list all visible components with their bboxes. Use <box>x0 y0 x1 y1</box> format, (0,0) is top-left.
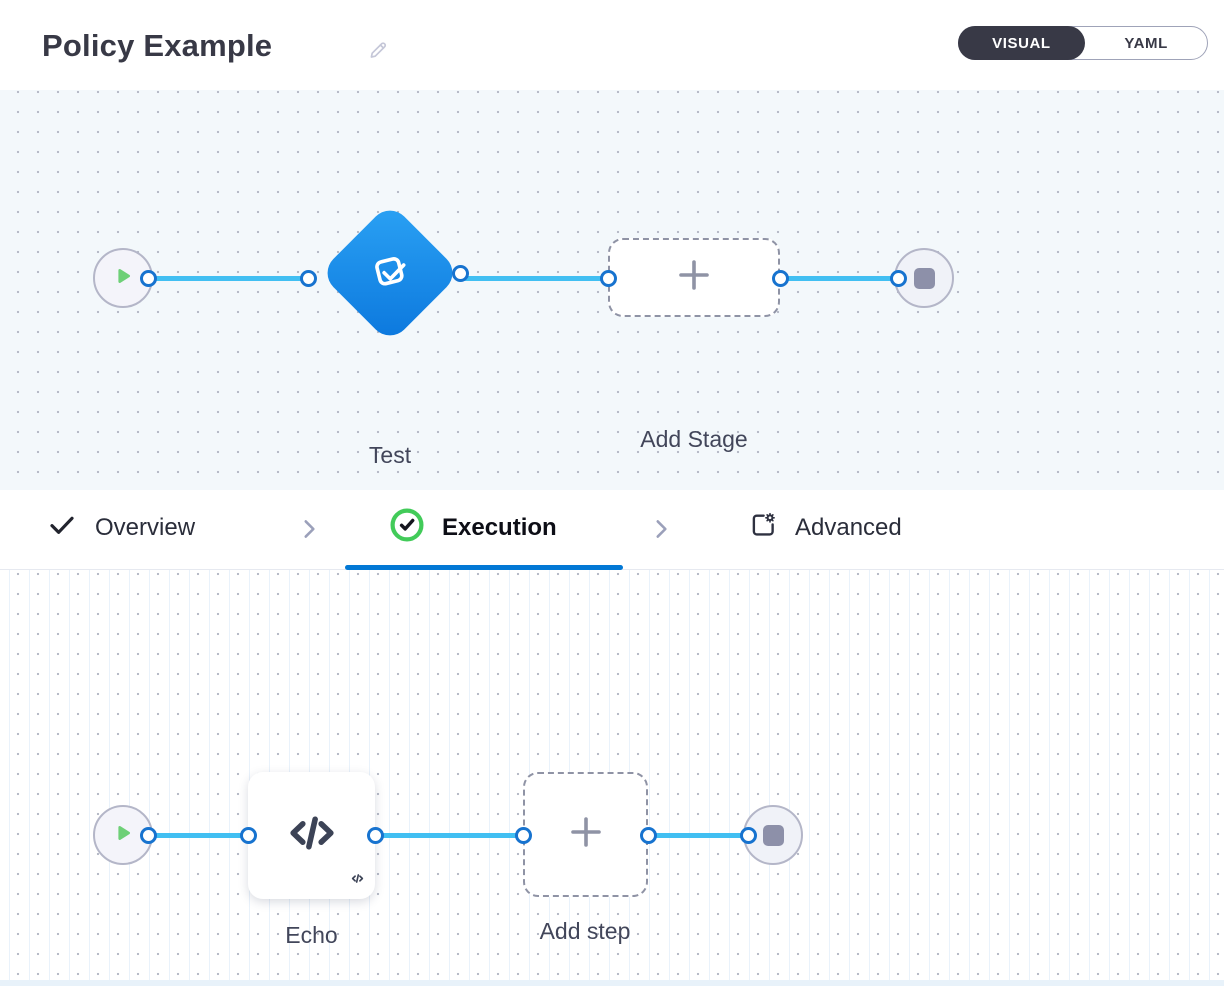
connector-dot[interactable] <box>367 827 384 844</box>
connector-start-to-step <box>148 833 250 838</box>
tab-execution[interactable]: Execution <box>389 490 557 565</box>
add-step-label: Add step <box>539 918 631 944</box>
stage-label: Test <box>368 442 412 468</box>
advanced-settings-icon <box>748 510 778 545</box>
chevron-right-icon <box>296 516 322 547</box>
connector-dot[interactable] <box>740 827 757 844</box>
pipeline-end-node[interactable] <box>894 248 954 308</box>
toggle-visual-button[interactable]: VISUAL <box>957 26 1086 60</box>
tab-advanced[interactable]: Advanced <box>748 490 902 565</box>
execution-step-canvas[interactable]: Echo Add step <box>0 570 1224 980</box>
add-stage-label: Add Stage <box>640 426 748 452</box>
page-header: Policy Example VISUAL YAML <box>0 0 1224 90</box>
tab-overview[interactable]: Overview <box>46 490 195 565</box>
tab-advanced-label: Advanced <box>795 513 902 541</box>
connector-dot[interactable] <box>515 827 532 844</box>
step-node-echo[interactable] <box>248 772 375 899</box>
connector-dot[interactable] <box>600 270 617 287</box>
play-icon <box>110 263 136 294</box>
tab-execution-label: Execution <box>442 513 557 541</box>
step-label: Echo <box>285 922 338 948</box>
add-stage-button[interactable] <box>608 238 780 317</box>
connector-add-to-end <box>782 276 900 281</box>
pipeline-stage-canvas[interactable]: Test Add Stage <box>0 90 1224 490</box>
connector-dot[interactable] <box>140 270 157 287</box>
plus-icon <box>677 258 711 297</box>
check-circle-icon <box>389 507 425 548</box>
toggle-yaml-button[interactable]: YAML <box>1124 34 1168 52</box>
script-type-badge-icon <box>350 871 365 891</box>
play-icon <box>110 820 136 851</box>
connector-stage-to-add <box>462 276 610 281</box>
stage-config-tabbar: Overview Execution Advanced <box>0 490 1224 570</box>
chevron-right-icon <box>648 516 674 547</box>
connector-dot[interactable] <box>890 270 907 287</box>
connector-dot[interactable] <box>772 270 789 287</box>
stop-icon <box>762 824 784 846</box>
edit-pencil-icon[interactable] <box>368 38 390 60</box>
check-icon <box>46 509 78 546</box>
page-title: Policy Example <box>42 28 273 63</box>
approval-stage-icon <box>356 239 425 308</box>
tab-overview-label: Overview <box>95 513 196 541</box>
connector-dot[interactable] <box>300 270 317 287</box>
stop-icon <box>913 267 935 289</box>
connector-add-to-end <box>650 833 750 838</box>
add-step-button[interactable] <box>523 772 648 897</box>
active-tab-underline <box>345 565 623 570</box>
connector-dot[interactable] <box>452 265 469 282</box>
connector-dot[interactable] <box>140 827 157 844</box>
connector-step-to-add <box>377 833 525 838</box>
connector-start-to-stage <box>148 276 310 281</box>
stage-node-test[interactable] <box>319 202 461 344</box>
visual-yaml-toggle: VISUAL YAML <box>957 26 1208 60</box>
connector-dot[interactable] <box>640 827 657 844</box>
bottom-section-edge <box>0 980 1224 986</box>
plus-icon <box>569 815 603 854</box>
shell-script-icon <box>283 804 341 867</box>
connector-dot[interactable] <box>240 827 257 844</box>
